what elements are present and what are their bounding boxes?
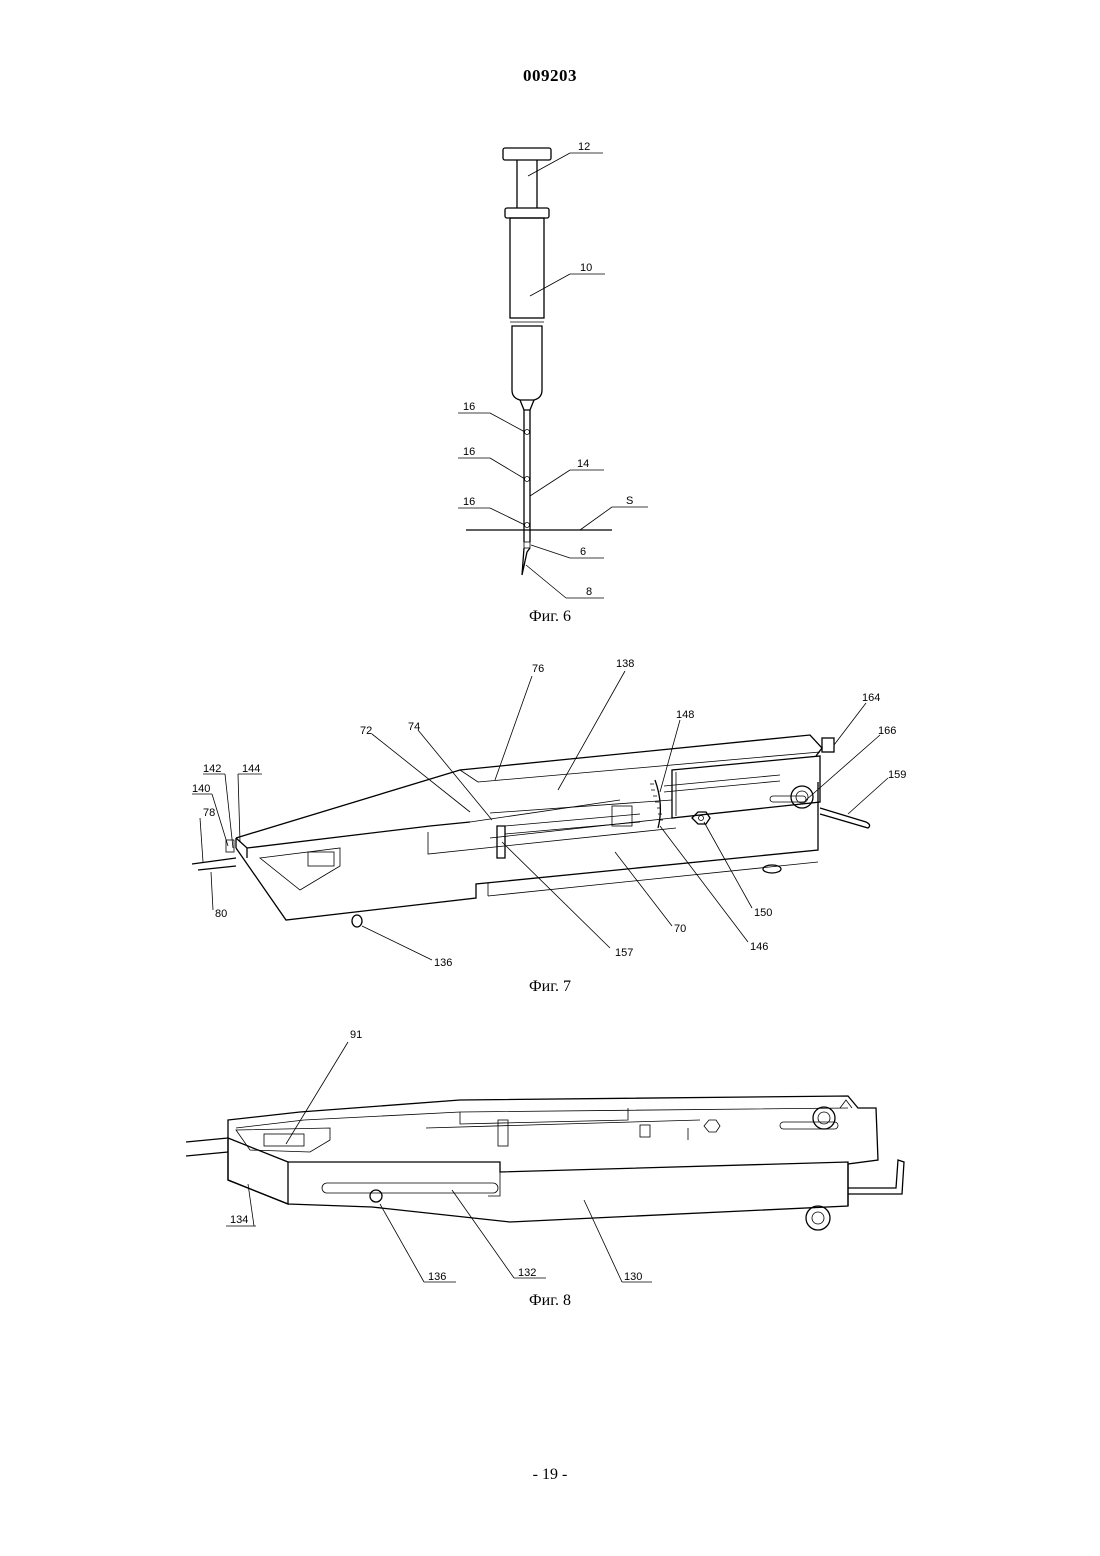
label-150: 150 (754, 907, 772, 919)
label-146: 146 (750, 941, 768, 953)
figure-8-caption: Фиг. 8 (0, 1292, 1100, 1310)
label-76: 76 (532, 663, 544, 675)
figure-7-caption: Фиг. 7 (0, 978, 1100, 996)
label-16-bottom: 16 (463, 496, 475, 508)
figure-6-caption: Фиг. 6 (0, 608, 1100, 626)
label-78: 78 (203, 807, 215, 819)
label-166: 166 (878, 725, 896, 737)
label-12: 12 (578, 141, 590, 153)
label-159: 159 (888, 769, 906, 781)
label-S: S (626, 495, 633, 507)
label-72: 72 (360, 725, 372, 737)
label-140: 140 (192, 783, 210, 795)
label-16-top: 16 (463, 401, 475, 413)
label-14: 14 (577, 458, 589, 470)
label-138: 138 (616, 658, 634, 670)
figure-7-device: 76 138 148 164 166 159 72 74 142 144 140… (192, 658, 906, 969)
label-134: 134 (230, 1214, 248, 1226)
label-130: 130 (624, 1271, 642, 1283)
label-6: 6 (580, 546, 586, 558)
label-74: 74 (408, 721, 420, 733)
figure-6-syringe: 12 10 16 16 16 14 S 6 8 (458, 141, 648, 598)
label-16-middle: 16 (463, 446, 475, 458)
label-136-fig8: 136 (428, 1271, 446, 1283)
label-91: 91 (350, 1029, 362, 1041)
label-10: 10 (580, 262, 592, 274)
label-144: 144 (242, 763, 260, 775)
label-148: 148 (676, 709, 694, 721)
figure-8-device: 91 134 136 132 130 (186, 1029, 904, 1283)
page-number: - 19 - (0, 1466, 1100, 1484)
label-142: 142 (203, 763, 221, 775)
label-80: 80 (215, 908, 227, 920)
label-136-fig7: 136 (434, 957, 452, 969)
label-8: 8 (586, 586, 592, 598)
label-157: 157 (615, 947, 633, 959)
label-70: 70 (674, 923, 686, 935)
label-164: 164 (862, 692, 880, 704)
label-132: 132 (518, 1267, 536, 1279)
